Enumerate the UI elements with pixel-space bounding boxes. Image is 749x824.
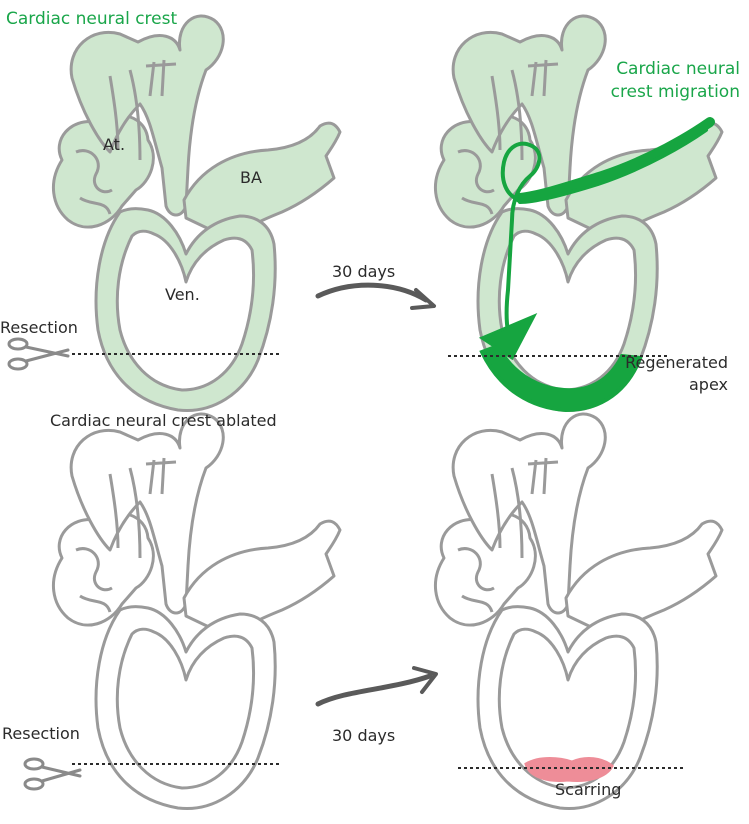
resection-label-top: Resection [0,318,78,337]
panel-title-ablated: Cardiac neural crest ablated [50,411,277,430]
bottom-right-heart [435,414,722,809]
scissors-icon [9,339,68,369]
time-arrow-bottom [318,668,436,704]
panel-title-neural-crest: Cardiac neural crest [6,8,177,31]
migration-title: Cardiac neural crest migration [580,58,740,104]
time-arrow-top [318,285,434,308]
regenerated-apex-label: Regenerated apex [610,352,728,396]
duration-label-top: 30 days [332,262,395,281]
ventricle-label: Ven. [165,285,200,304]
scarring-label: Scarring [555,780,621,799]
duration-label-bottom: 30 days [332,726,395,745]
scissors-icon [25,759,80,789]
atrium-label: At. [103,135,125,154]
top-left-heart [53,16,340,411]
resection-label-bottom: Resection [2,724,80,743]
bulbus-arteriosus-label: BA [240,168,262,187]
scar-mark [526,759,612,781]
bottom-left-heart [53,414,340,809]
